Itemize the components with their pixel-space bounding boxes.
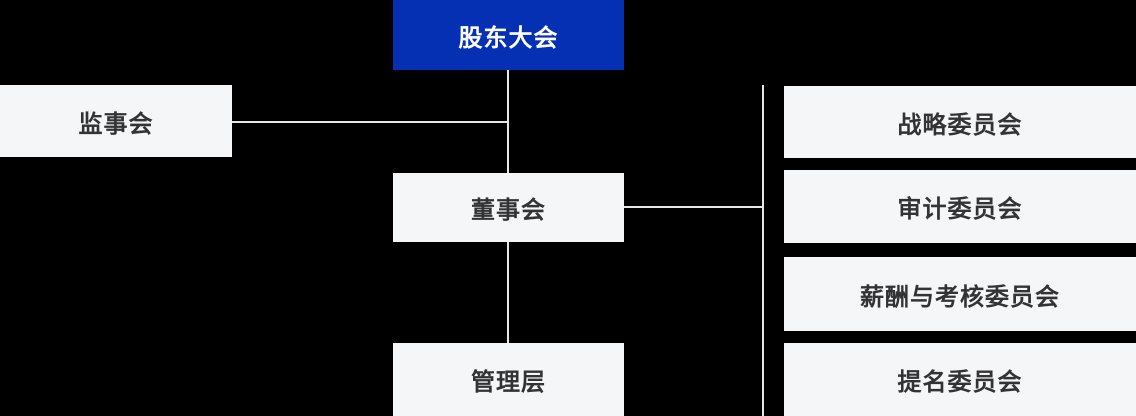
node-supervisory-board-label: 监事会	[78, 110, 154, 138]
node-nomination-committee: 提名委员会	[784, 343, 1136, 416]
node-shareholders-meeting: 股东大会	[393, 0, 624, 70]
node-strategy-committee-label: 战略委员会	[897, 111, 1023, 139]
node-management: 管理层	[393, 343, 624, 416]
node-board-of-directors: 董事会	[393, 173, 624, 242]
node-remuneration-appraisal-committee: 薪酬与考核委员会	[784, 257, 1136, 331]
node-audit-committee-label: 审计委员会	[897, 196, 1023, 223]
node-management-label: 管理层	[471, 369, 546, 396]
connector-committee-trunk	[762, 85, 764, 416]
node-shareholders-meeting-label: 股东大会	[458, 24, 559, 52]
node-nomination-committee-label: 提名委员会	[897, 369, 1023, 396]
node-strategy-committee: 战略委员会	[784, 86, 1136, 158]
connector-board-to-committees	[624, 206, 764, 208]
node-supervisory-board: 监事会	[0, 85, 232, 157]
node-audit-committee: 审计委员会	[784, 170, 1136, 243]
node-board-of-directors-label: 董事会	[471, 197, 546, 224]
node-remuneration-appraisal-committee-label: 薪酬与考核委员会	[860, 283, 1060, 311]
connector-supervisory-branch	[231, 121, 509, 123]
